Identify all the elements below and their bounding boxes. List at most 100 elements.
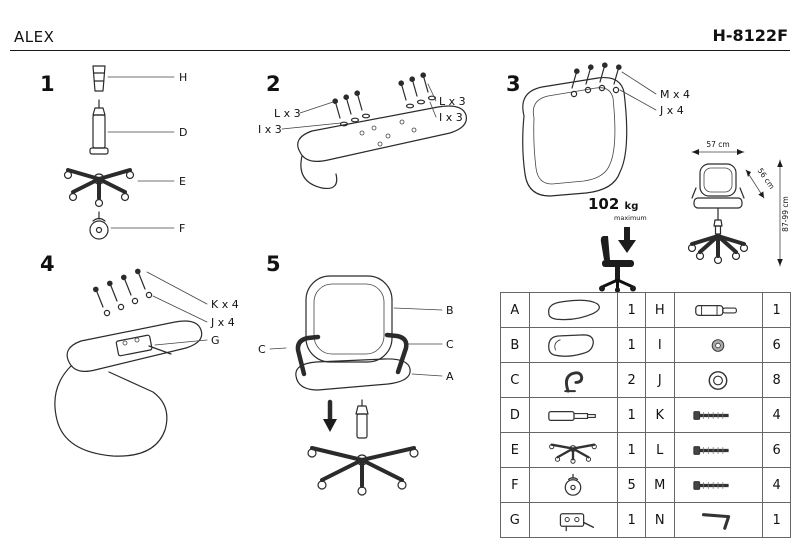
star-base-part-icon xyxy=(63,168,135,208)
weight-note: maximum xyxy=(614,214,647,222)
header-divider xyxy=(10,50,790,51)
part-letter: D xyxy=(500,397,530,433)
part-icon-cell xyxy=(673,327,764,363)
part-qty: 6 xyxy=(762,432,791,468)
label-part-d: D xyxy=(179,126,187,139)
part-icon-cell xyxy=(528,362,619,398)
step4-illustration: K x 4 J x 4 G xyxy=(54,268,239,457)
label-mechanism-g: G xyxy=(211,334,220,347)
part-letter: J xyxy=(644,362,675,398)
label-screws-l-right: L x 3 xyxy=(439,95,466,108)
armrest-icon xyxy=(530,366,618,395)
part-letter: F xyxy=(500,467,530,503)
down-arrow-icon xyxy=(323,399,337,432)
part-icon-cell xyxy=(528,502,619,538)
part-letter: G xyxy=(500,502,530,538)
part-qty: 2 xyxy=(617,362,646,398)
label-part-h: H xyxy=(179,71,187,84)
dimensions-diagram: 57 cm 56 cm 87-99 cm xyxy=(687,140,790,267)
bumper-part-icon xyxy=(92,65,106,92)
part-icon-cell xyxy=(673,362,764,398)
part-qty: 6 xyxy=(762,327,791,363)
parts-row: A 1 H 1 xyxy=(500,292,791,328)
washer-icon xyxy=(675,331,763,360)
label-armrest-c-right: C xyxy=(446,338,454,351)
part-icon-cell xyxy=(673,467,764,503)
part-icon-cell xyxy=(673,432,764,468)
label-washers-i-left: I x 3 xyxy=(258,123,282,136)
label-screws-k: K x 4 xyxy=(211,298,239,311)
label-armrest-c-left: C xyxy=(258,343,266,356)
part-icon-cell xyxy=(528,467,619,503)
part-icon-cell xyxy=(673,292,764,328)
part-icon-cell xyxy=(673,397,764,433)
height-arrow xyxy=(777,159,783,267)
weight-limit: 102 kg maximum xyxy=(588,196,668,293)
part-icon-cell xyxy=(528,327,619,363)
assembled-top-drawing xyxy=(295,275,411,391)
weight-value: 102 xyxy=(588,195,620,213)
label-washers-j: J x 4 xyxy=(210,316,235,329)
tube-icon xyxy=(675,296,763,325)
seat-plate-drawing xyxy=(297,105,468,190)
parts-row: C 2 J 8 xyxy=(500,362,791,398)
step5-number: 5 xyxy=(266,252,281,276)
backrest-icon xyxy=(530,331,618,360)
caster-part-icon xyxy=(89,211,109,240)
label-height: 87-99 cm xyxy=(781,196,790,232)
label-washers-j: J x 4 xyxy=(659,104,684,117)
label-width: 57 cm xyxy=(706,140,729,149)
part-icon-cell xyxy=(673,502,764,538)
part-qty: 4 xyxy=(762,467,791,503)
weight-unit: kg xyxy=(624,201,639,212)
screws-right-group xyxy=(398,72,437,109)
weight-text: 102 kg xyxy=(588,196,668,215)
depth-arrow xyxy=(745,169,765,199)
allen-key-icon xyxy=(675,506,763,535)
label-part-e: E xyxy=(179,175,186,188)
label-screws-l-left: L x 3 xyxy=(274,107,301,120)
part-qty: 5 xyxy=(617,467,646,503)
parts-row: B 1 I 6 xyxy=(500,327,791,363)
seat-drawing xyxy=(54,320,203,457)
mechanism-drawing xyxy=(115,334,172,357)
product-name: ALEX xyxy=(14,28,55,46)
part-qty: 1 xyxy=(617,327,646,363)
part-qty: 1 xyxy=(617,292,646,328)
chair-outline-drawing xyxy=(687,163,749,265)
width-arrow xyxy=(691,149,745,155)
screws-group xyxy=(93,268,153,317)
mechanism-icon xyxy=(530,506,618,535)
screw-icon xyxy=(675,401,763,430)
part-letter: N xyxy=(644,502,675,538)
part-letter: K xyxy=(644,397,675,433)
step4-number: 4 xyxy=(40,252,55,276)
parts-row: G 1 N 1 xyxy=(500,502,791,538)
weight-chair-icon xyxy=(599,227,636,293)
screws-group xyxy=(570,62,622,98)
part-letter: C xyxy=(500,362,530,398)
ring-icon xyxy=(675,366,763,395)
part-letter: I xyxy=(644,327,675,363)
label-backrest-b: B xyxy=(446,304,454,317)
label-screws-m: M x 4 xyxy=(660,88,690,101)
part-icon-cell xyxy=(528,397,619,433)
screws-left-group xyxy=(332,90,371,127)
part-letter: A xyxy=(500,292,530,328)
part-qty: 1 xyxy=(617,397,646,433)
parts-row: D 1 K 4 xyxy=(500,397,791,433)
parts-row: F 5 M 4 xyxy=(500,467,791,503)
part-qty: 1 xyxy=(762,502,791,538)
caster-icon xyxy=(530,471,618,500)
label-part-f: F xyxy=(179,222,185,235)
step2-illustration: L x 3 I x 3 L x 3 I x 3 xyxy=(258,72,468,190)
step1-illustration: H D E F xyxy=(63,65,187,240)
label-seat-a: A xyxy=(446,370,454,383)
part-qty: 8 xyxy=(762,362,791,398)
model-number: H-8122F xyxy=(712,26,789,45)
gas-lift-icon xyxy=(530,401,618,430)
part-letter: B xyxy=(500,327,530,363)
part-icon-cell xyxy=(528,292,619,328)
step5-illustration: B C C A xyxy=(258,275,454,496)
step3-illustration: M x 4 J x 4 xyxy=(522,62,690,197)
